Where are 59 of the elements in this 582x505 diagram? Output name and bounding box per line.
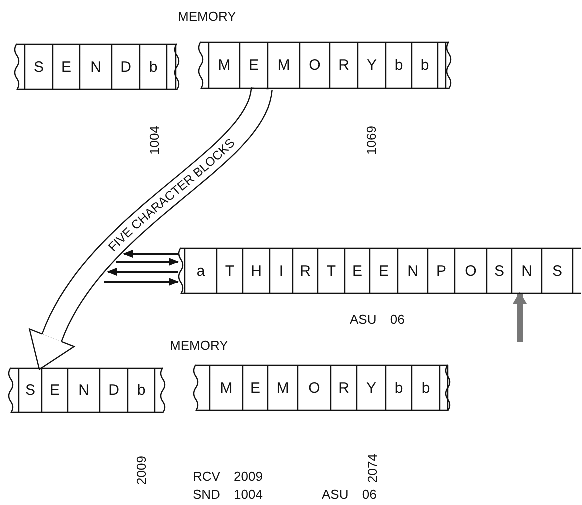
address-number: 2009 [135,456,148,485]
character-cell: T [318,249,345,293]
shaded-arrow [513,292,527,342]
character-cell: O [300,43,330,88]
character-cell: N [68,369,100,412]
character-cell: E [42,369,68,412]
character-cell: b [412,366,440,410]
address-number: 1069 [365,126,378,155]
character-cell: S [542,249,573,293]
text-label: ASU 06 [322,488,377,501]
character-cell: E [240,43,268,88]
text-label: RCV 2009 [193,470,263,483]
character-cell: D [112,45,140,89]
character-cell: b [412,43,438,88]
character-cell: N [512,249,542,293]
character-cell: H [243,249,270,293]
character-cell: S [25,45,53,89]
character-cell: M [268,43,300,88]
text-label: MEMORY [170,339,228,352]
memory-tape [14,44,180,90]
character-cell: O [298,366,331,410]
character-cell: a [185,249,217,293]
character-cell: E [345,249,370,293]
memory-tape [8,368,166,413]
character-cell: R [331,366,357,410]
arrow [107,268,178,276]
text-label: ASU 06 [350,313,405,326]
character-cell: M [209,43,240,88]
character-cell: Y [358,43,386,88]
character-cell: S [19,369,42,412]
memory-tape [198,42,452,89]
memory-tape [178,248,582,294]
character-cell: I [270,249,293,293]
character-cell: b [386,43,412,88]
memory-tape [193,365,451,411]
character-cell: b [140,45,167,89]
character-cell: M [210,366,243,410]
character-cell: R [330,43,358,88]
character-cell: R [293,249,318,293]
character-cell: N [80,45,112,89]
character-cell: E [370,249,398,293]
character-cell: E [53,45,80,89]
text-label: MEMORY [178,10,236,23]
character-cell: M [268,366,298,410]
character-cell: b [128,369,155,412]
arrow [123,250,178,258]
arrow [116,258,179,266]
text-label: SND 1004 [193,488,263,501]
character-cell: N [398,249,428,293]
address-number: 2074 [366,454,379,483]
arrow [104,278,179,286]
character-cell: T [217,249,243,293]
character-cell: O [455,249,487,293]
character-cell: b [386,366,412,410]
character-cell: D [100,369,128,412]
character-cell: E [243,366,268,410]
character-cell: P [428,249,455,293]
character-cell: S [487,249,512,293]
character-cell: Y [357,366,386,410]
